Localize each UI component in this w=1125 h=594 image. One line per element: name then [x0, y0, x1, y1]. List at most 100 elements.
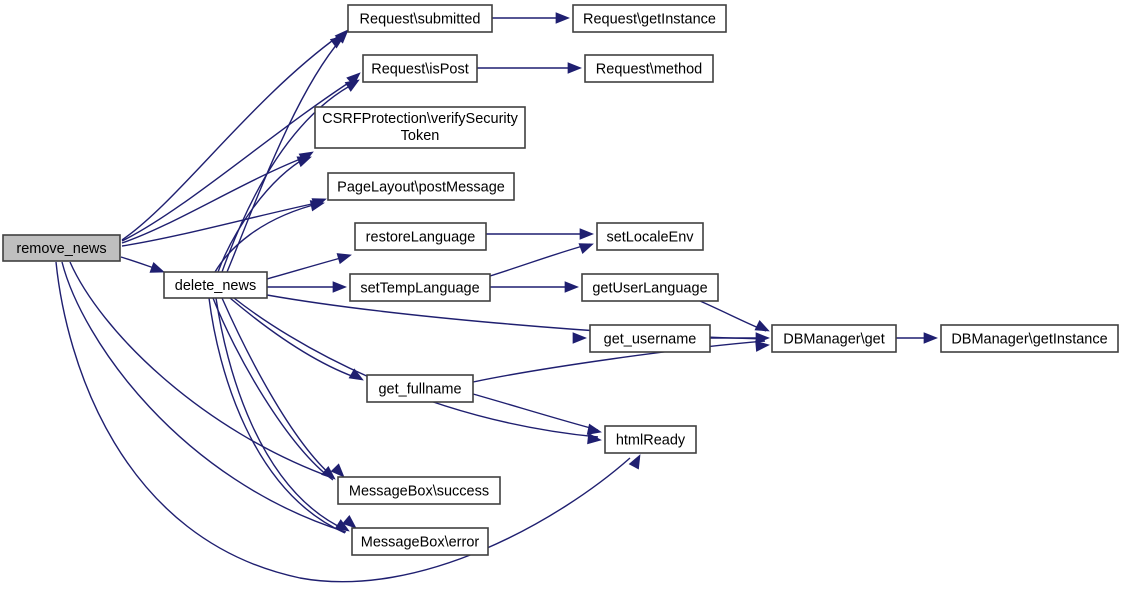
node-label-request_ispost: Request\isPost	[371, 61, 469, 77]
edge-remove_news-to-messagebox_error	[61, 261, 347, 533]
node-box-request_getinstance[interactable]	[572, 4, 727, 33]
node-box-htmlReady[interactable]	[604, 425, 697, 454]
node-label-request_method: Request\method	[596, 61, 702, 77]
arrowhead-to-request_submitted	[334, 29, 349, 44]
node-label-request_submitted: Request\submitted	[360, 11, 481, 27]
arrowhead-to-dbmanager_getinst	[923, 332, 938, 344]
edge-delete_news-to-messagebox_success	[221, 297, 334, 478]
node-label-remove_news: remove_news	[16, 241, 106, 257]
arrowhead-to-htmlReady	[586, 423, 602, 435]
node-dbmanager_getinst[interactable]: DBManager\getInstance	[940, 324, 1119, 353]
node-box-pagelayout_post[interactable]	[327, 172, 515, 201]
arrowhead-to-messagebox_error	[334, 519, 350, 532]
edge-delete_news-to-csrf_verify	[217, 156, 308, 273]
arrowhead-to-restoreLanguage	[336, 253, 352, 265]
edge-delete_news-to-pagelayout_post	[214, 202, 322, 273]
edge-remove_news-to-request_submitted	[121, 34, 341, 241]
node-messagebox_success[interactable]: MessageBox\success	[337, 476, 501, 505]
node-dbmanager_get[interactable]: DBManager\get	[771, 324, 897, 353]
node-setTempLanguage[interactable]: setTempLanguage	[349, 273, 491, 302]
node-box-request_submitted[interactable]	[347, 4, 493, 33]
arrowhead-to-dbmanager_get	[755, 332, 770, 344]
node-box-setLocaleEnv[interactable]	[596, 222, 704, 251]
edge-remove_news-to-messagebox_success	[69, 261, 334, 479]
arrowhead-to-pagelayout_post	[311, 198, 327, 209]
node-restoreLanguage[interactable]: restoreLanguage	[354, 222, 487, 251]
node-label-delete_news: delete_news	[175, 278, 256, 294]
node-box-request_ispost[interactable]	[362, 54, 478, 83]
edge-delete_news-to-messagebox_success	[212, 297, 334, 481]
edge-get_fullname-to-dbmanager_get	[472, 340, 766, 383]
node-label-setLocaleEnv: setLocaleEnv	[606, 229, 694, 245]
node-box-restoreLanguage[interactable]	[354, 222, 487, 251]
node-label-request_getinstance: Request\getInstance	[583, 11, 716, 27]
node-box-get_fullname[interactable]	[366, 374, 474, 403]
node-box-remove_news[interactable]	[2, 234, 121, 262]
node-label-getUserLanguage: getUserLanguage	[592, 280, 707, 296]
edge-delete_news-to-messagebox_error	[208, 297, 346, 534]
node-label-pagelayout_post: PageLayout\postMessage	[337, 179, 505, 195]
arrowhead-to-setLocaleEnv	[578, 243, 594, 254]
node-box-dbmanager_get[interactable]	[771, 324, 897, 353]
node-request_getinstance[interactable]: Request\getInstance	[572, 4, 727, 33]
edge-delete_news-to-request_ispost	[221, 81, 358, 273]
node-label-messagebox_success: MessageBox\success	[349, 483, 489, 499]
edge-remove_news-to-pagelayout_post	[121, 201, 322, 247]
node-setLocaleEnv[interactable]: setLocaleEnv	[596, 222, 704, 251]
node-label-csrf_verify: CSRFProtection\verifySecurity	[322, 111, 519, 127]
node-box-messagebox_success[interactable]	[337, 476, 501, 505]
node-box-getUserLanguage[interactable]	[581, 273, 719, 302]
node-get_fullname[interactable]: get_fullname	[366, 374, 474, 403]
arrowhead-to-messagebox_success	[321, 466, 336, 480]
node-box-csrf_verify[interactable]	[314, 106, 526, 149]
node-htmlReady[interactable]: htmlReady	[604, 425, 697, 454]
node-box-get_username[interactable]	[589, 324, 711, 353]
edge-delete_news-to-restoreLanguage	[266, 255, 349, 280]
arrowhead-to-htmlReady	[587, 432, 602, 445]
node-request_ispost[interactable]: Request\isPost	[362, 54, 478, 83]
arrowhead-to-setLocaleEnv	[579, 228, 594, 240]
arrowhead-to-setTempLanguage	[332, 281, 347, 293]
edge-delete_news-to-get_fullname	[229, 297, 361, 380]
edge-delete_news-to-request_submitted	[226, 37, 343, 273]
node-label-dbmanager_get: DBManager\get	[783, 331, 885, 347]
node-box-messagebox_error[interactable]	[351, 527, 489, 556]
node-label-restoreLanguage: restoreLanguage	[366, 229, 476, 245]
edge-remove_news-to-request_ispost	[121, 77, 357, 242]
node-label-dbmanager_getinst: DBManager\getInstance	[951, 331, 1107, 347]
node-label-get_username: get_username	[604, 331, 697, 347]
node-getUserLanguage[interactable]: getUserLanguage	[581, 273, 719, 302]
edge-delete_news-to-messagebox_error	[215, 297, 347, 531]
node-box-dbmanager_getinst[interactable]	[940, 324, 1119, 353]
edge-remove_news-to-csrf_verify	[121, 155, 309, 244]
node-delete_news[interactable]: delete_news	[163, 271, 268, 299]
arrowhead-to-csrf_verify	[298, 151, 314, 164]
arrowhead-to-dbmanager_get	[754, 320, 770, 332]
node-get_username[interactable]: get_username	[589, 324, 711, 353]
node-label2-csrf_verify: Token	[401, 128, 440, 144]
arrowhead-to-htmlReady	[628, 454, 641, 470]
node-label-messagebox_error: MessageBox\error	[361, 534, 480, 550]
node-box-delete_news[interactable]	[163, 271, 268, 299]
arrowhead-to-messagebox_error	[342, 515, 357, 529]
node-request_method[interactable]: Request\method	[584, 54, 714, 83]
node-box-request_method[interactable]	[584, 54, 714, 83]
edge-setTempLanguage-to-setLocaleEnv	[489, 243, 591, 277]
node-remove_news[interactable]: remove_news	[2, 234, 121, 262]
node-label-setTempLanguage: setTempLanguage	[360, 280, 479, 296]
edge-remove_news-to-htmlReady	[55, 261, 631, 583]
edge-get_fullname-to-htmlReady	[472, 393, 599, 431]
node-request_submitted[interactable]: Request\submitted	[347, 4, 493, 33]
node-label-get_fullname: get_fullname	[378, 381, 461, 397]
arrowhead-to-dbmanager_get	[755, 340, 770, 352]
arrowhead-to-getUserLanguage	[564, 281, 579, 293]
node-box-setTempLanguage[interactable]	[349, 273, 491, 302]
node-label-htmlReady: htmlReady	[616, 432, 686, 448]
node-pagelayout_post[interactable]: PageLayout\postMessage	[327, 172, 515, 201]
node-messagebox_error[interactable]: MessageBox\error	[351, 527, 489, 556]
arrowhead-to-get_username	[572, 332, 587, 344]
